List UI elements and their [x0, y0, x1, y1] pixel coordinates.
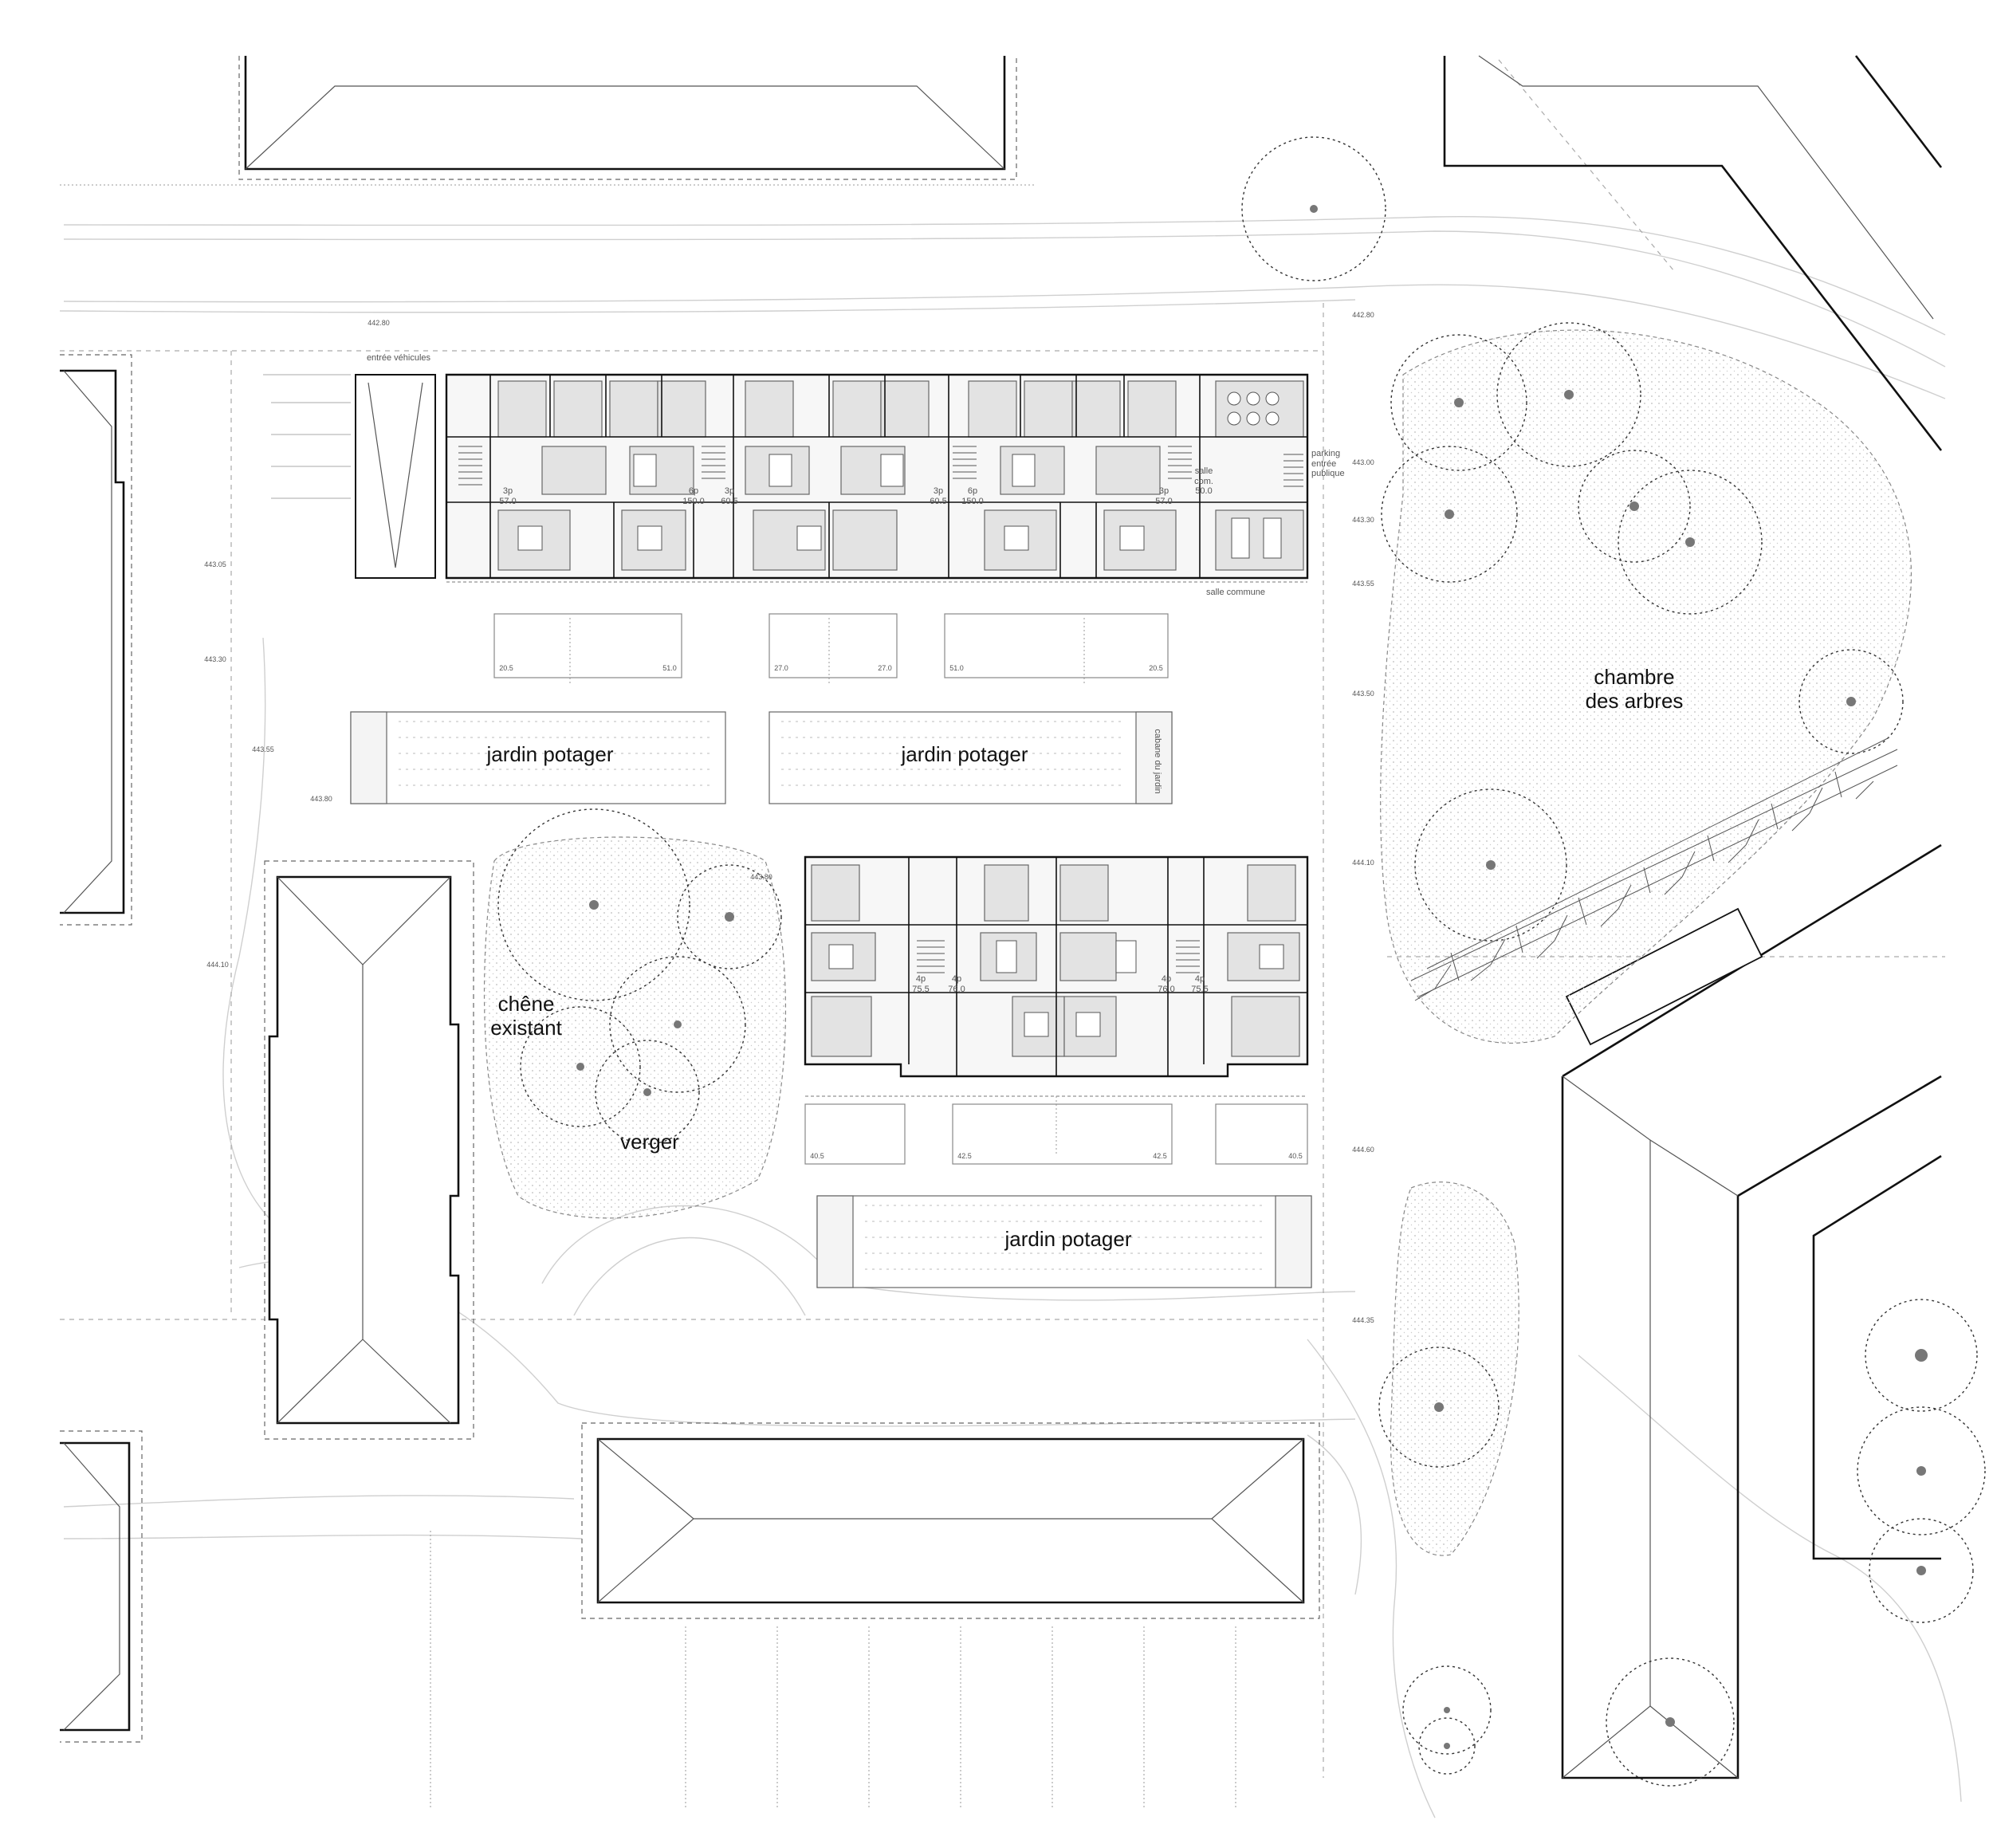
elevation-label: 443.30	[1352, 516, 1374, 524]
landscape-areas	[483, 329, 1912, 1556]
terrace-area: 40.5	[1288, 1152, 1303, 1160]
label-jardin-potager-east: jardin potager	[901, 742, 1028, 766]
label-entree-vehicules: entrée véhicules	[366, 353, 431, 363]
tree-trunks	[576, 205, 1928, 1749]
unit-label: 3p 57.0	[1155, 486, 1173, 506]
elevation-label: 443.55	[252, 745, 274, 753]
label-chambre-des-arbres: chambre des arbres	[1585, 665, 1684, 713]
terrace-area: 40.5	[810, 1152, 824, 1160]
label-jardin-potager-west: jardin potager	[486, 742, 614, 766]
existing-building-footprints	[60, 56, 1320, 1743]
south-housing-block	[804, 855, 1309, 1165]
elevation-label: 443.50	[1352, 690, 1374, 698]
label-cabane-du-jardin: cabane du jardin	[1153, 729, 1162, 794]
label-jardin-potager-south: jardin potager	[1004, 1227, 1132, 1251]
north-housing-block	[263, 373, 1309, 678]
terrace-area: 20.5	[499, 664, 513, 672]
unit-label: 4p 76.0	[948, 974, 965, 994]
label-salle-com: salle com. 50.0	[1194, 466, 1213, 497]
vegetable-gardens	[350, 711, 1312, 1288]
label-salle-commune: salle commune	[1206, 588, 1265, 597]
elevation-label: 444.10	[1352, 859, 1374, 867]
trees	[497, 136, 1986, 1787]
elevation-label: 443.05	[204, 560, 226, 568]
unit-label: 3p 57.0	[499, 486, 517, 506]
forest-band	[1410, 737, 1898, 1001]
unit-label: 4p 75.5	[912, 974, 930, 994]
hedge-rows	[60, 184, 1236, 1810]
label-parking-entree-publique: parking entrée publique	[1311, 449, 1345, 479]
label-verger: verger	[620, 1130, 679, 1154]
unit-label: 4p 75.5	[1191, 974, 1209, 994]
terrace-area: 51.0	[662, 664, 677, 672]
label-chene-existant: chêne existant	[490, 992, 562, 1040]
unit-label: 6p 150.0	[961, 486, 984, 506]
unit-label: 3p 60.5	[721, 486, 738, 506]
elevation-label: 443.80	[750, 873, 772, 881]
terrace-area: 51.0	[949, 664, 964, 672]
elevation-label: 443.00	[1352, 458, 1374, 466]
unit-label: 4p 76.0	[1158, 974, 1175, 994]
terrace-area: 27.0	[878, 664, 892, 672]
elevation-label: 443.30	[204, 655, 226, 663]
terrace-area: 27.0	[774, 664, 788, 672]
elevation-label: 444.35	[1352, 1316, 1374, 1324]
terrace-area: 42.5	[957, 1152, 972, 1160]
elevation-label: 442.80	[368, 319, 390, 327]
unit-label: 3p 60.5	[930, 486, 947, 506]
elevation-label: 444.60	[1352, 1146, 1374, 1154]
existing-buildings	[60, 55, 1943, 1779]
unit-label: 6p 150.0	[682, 486, 705, 506]
elevation-label: 444.10	[206, 961, 229, 969]
elevation-label: 443.80	[310, 795, 332, 803]
terrace-area: 42.5	[1153, 1152, 1167, 1160]
elevation-label: 443.55	[1352, 580, 1374, 588]
elevation-label: 442.80	[1352, 311, 1374, 319]
terrace-area: 20.5	[1149, 664, 1163, 672]
